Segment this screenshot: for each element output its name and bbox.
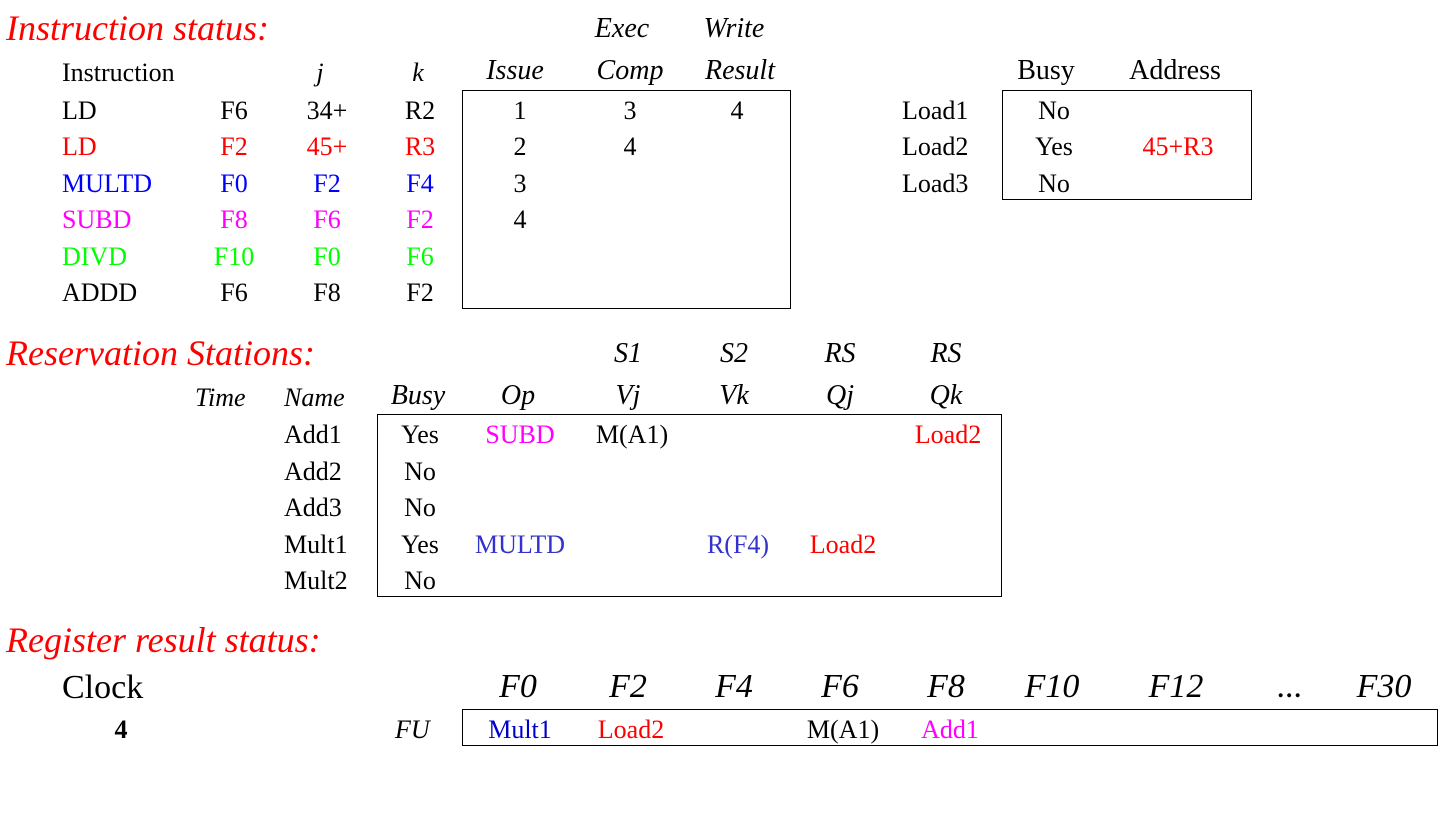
load-buffer-name: Load1 [902,96,969,125]
station-qj: Load2 [809,530,877,559]
issue-cycle: 1 [513,96,527,125]
clock-label: Clock [62,669,144,706]
register-header: F0 [499,668,537,705]
register-header: F6 [821,668,859,705]
issue-header: Issue [486,55,544,86]
instruction-j: 45+ [306,132,348,161]
load-buffer-name: Load3 [902,169,969,198]
station-busy: Yes [401,420,439,449]
instruction-dest: F0 [220,169,248,198]
load-buffer-busy: No [1038,169,1070,198]
station-name: Add2 [284,457,342,486]
reservation-stations-title: Reservation Stations: [6,333,315,373]
issue-cycle: 3 [513,169,527,198]
busy-header: Busy [390,380,446,411]
instruction-dest: F10 [213,242,255,271]
instruction-op: SUBD [62,205,132,234]
exec-comp-header: Comp [596,55,664,86]
station-name: Mult2 [284,566,348,595]
station-busy: No [404,493,436,522]
instruction-j: 34+ [306,96,348,125]
load-address-header: Address [1129,55,1221,86]
instruction-op: MULTD [62,169,153,198]
station-vk: R(F4) [706,530,770,559]
instruction-op: LD [62,96,97,125]
clock-value: 4 [114,715,128,744]
rs-k-header: RS [930,338,962,369]
exec-header-top: Exec [594,13,650,44]
load-buffer-busy: Yes [1035,132,1073,161]
register-header: F8 [927,668,965,705]
load-buffers-box [1002,90,1252,200]
register-header: F2 [609,668,647,705]
instruction-op: LD [62,132,97,161]
issue-cycle: 4 [513,205,527,234]
write-header-top: Write [703,13,765,44]
instruction-k: R2 [404,96,436,125]
instruction-j: F8 [313,278,341,307]
station-name: Add3 [284,493,342,522]
instruction-j: F6 [313,205,341,234]
vk-header: Vk [719,380,749,411]
instruction-status-box [462,90,791,309]
station-busy: No [404,457,436,486]
rs-j-header: RS [824,338,856,369]
station-busy: Yes [401,530,439,559]
register-fu: Load2 [597,715,665,744]
register-header: F4 [715,668,753,705]
time-header: Time [195,383,246,412]
register-result-status-title: Register result status: [6,620,321,660]
write-result-cycle: 4 [730,96,744,125]
s1-header: S1 [614,338,642,369]
instruction-header: Instruction [62,58,175,87]
instruction-k: F4 [406,169,434,198]
station-op: MULTD [474,530,566,559]
station-busy: No [404,566,436,595]
load-buffer-busy: No [1038,96,1070,125]
register-header: F10 [1024,668,1080,705]
register-fu: Mult1 [488,715,552,744]
register-header: F12 [1148,668,1204,705]
station-op: SUBD [485,420,555,449]
instruction-k: R3 [404,132,436,161]
instruction-j: F0 [313,242,341,271]
register-fu: Add1 [921,715,979,744]
instruction-j: F2 [313,169,341,198]
instruction-dest: F6 [220,278,248,307]
op-header: Op [500,380,536,411]
exec-comp-cycle: 4 [623,132,637,161]
station-name: Add1 [284,420,342,449]
instruction-op: DIVD [62,242,127,271]
load-busy-header: Busy [1017,55,1075,86]
register-header: F30 [1356,668,1412,705]
load-buffer-address: 45+R3 [1142,132,1214,161]
instruction-op: ADDD [62,278,138,307]
k-header: k [412,58,424,87]
instruction-status-title: Instruction status: [6,8,270,48]
qj-header: Qj [826,380,854,411]
fu-label: FU [395,715,430,744]
issue-cycle: 2 [513,132,527,161]
instruction-dest: F6 [220,96,248,125]
reservation-stations-box [377,414,1002,597]
register-header: ... [1277,668,1303,705]
name-header: Name [284,383,345,412]
station-qk: Load2 [914,420,982,449]
register-fu: M(A1) [806,715,880,744]
register-fu-box [462,709,1438,746]
station-name: Mult1 [284,530,348,559]
qk-header: Qk [929,380,963,411]
instruction-k: F2 [406,205,434,234]
vj-header: Vj [615,380,641,411]
instruction-k: F2 [406,278,434,307]
exec-comp-cycle: 3 [623,96,637,125]
s2-header: S2 [720,338,748,369]
instruction-dest: F2 [220,132,248,161]
j-header: j [316,58,324,87]
write-result-header: Result [705,55,775,86]
station-vj: M(A1) [595,420,669,449]
instruction-k: F6 [406,242,434,271]
instruction-dest: F8 [220,205,248,234]
load-buffer-name: Load2 [902,132,969,161]
